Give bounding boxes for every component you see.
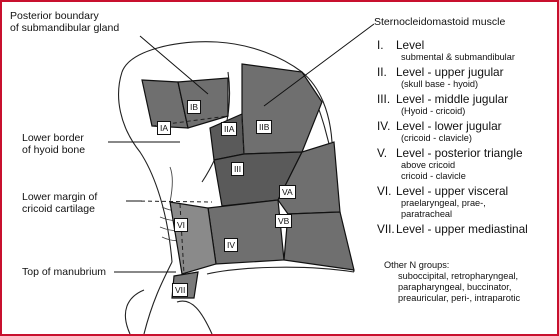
label-iii: III xyxy=(231,159,244,177)
label-ia: IA xyxy=(157,118,171,136)
other-node-groups: Other N groups: suboccipital, retrophary… xyxy=(384,260,559,304)
callout-cricoid: Lower margin of cricoid cartilage xyxy=(22,191,97,215)
legend-item-iii: III.Level - middle jugular (Hyoid - cric… xyxy=(377,92,559,117)
region-vi xyxy=(170,202,216,274)
callout-manubrium: Top of manubrium xyxy=(22,266,106,278)
callout-scm: Sternocleidomastoid muscle xyxy=(374,16,505,28)
legend-item-iv: IV.Level - lower jugular (cricoid - clav… xyxy=(377,119,559,144)
callout-posterior-boundary: Posterior boundary of submandibular glan… xyxy=(10,10,119,34)
legend-item-vii: VII.Level - upper mediastinal xyxy=(377,222,559,236)
legend-item-ii: II.Level - upper jugular (skull base - h… xyxy=(377,65,559,90)
label-ib: IB xyxy=(187,97,201,115)
callout-hyoid: Lower border of hyoid bone xyxy=(22,132,85,156)
legend-item-v: V.Level - posterior triangle above crico… xyxy=(377,146,559,182)
label-va: VA xyxy=(279,182,296,200)
label-vb: VB xyxy=(275,211,292,229)
legend-item-i: I.Level submental & submandibular xyxy=(377,38,559,63)
levels-legend: I.Level submental & submandibular II.Lev… xyxy=(377,38,559,238)
label-vi: VI xyxy=(174,215,188,233)
region-vb xyxy=(284,212,354,270)
label-iib: IIB xyxy=(256,117,272,135)
region-iib xyxy=(242,64,322,154)
label-vii: VII xyxy=(172,280,188,298)
label-iia: IIA xyxy=(221,119,237,137)
label-iv: IV xyxy=(224,235,238,253)
region-iv xyxy=(208,200,284,264)
legend-item-vi: VI.Level - upper visceral praelaryngeal,… xyxy=(377,184,559,220)
